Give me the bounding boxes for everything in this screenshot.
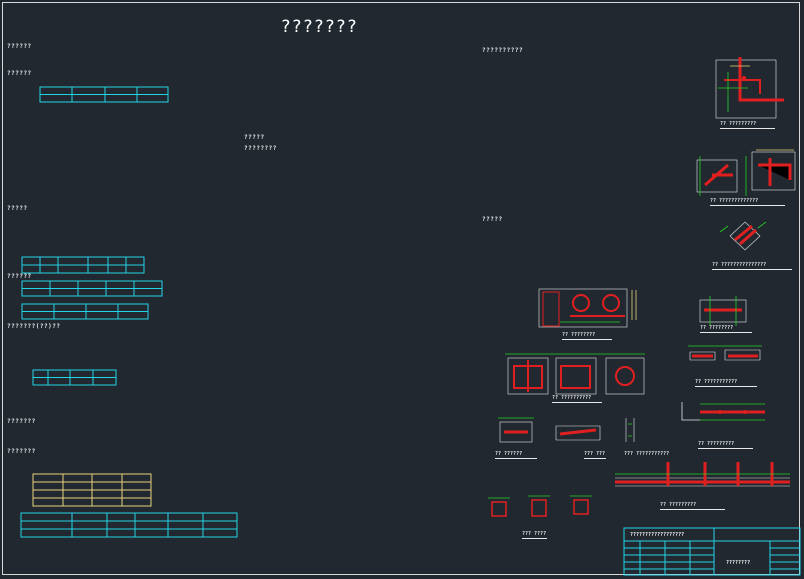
note-heading-2: ??????: [7, 70, 32, 77]
note-mid-1: ?????: [244, 134, 265, 141]
detail-caption-6: ?? ???????????: [695, 379, 738, 385]
detail-caption-9: ?? ??????: [495, 451, 523, 457]
detail-caption-1: ?? ?????????: [720, 121, 757, 127]
detail-caption-5: ?? ????????: [700, 325, 734, 331]
caption-underline: [660, 509, 725, 510]
title-block-project-name: ??????????????????: [630, 532, 685, 538]
caption-underline: [522, 538, 547, 539]
cyan-table-1: [39, 86, 169, 103]
detail-9: [498, 417, 534, 443]
cyan-table-4: [21, 303, 149, 320]
cyan-table-3: [21, 280, 163, 297]
caption-underline: [712, 269, 792, 270]
yellow-table: [32, 473, 152, 507]
caption-underline: [562, 339, 612, 340]
detail-1: [715, 57, 784, 119]
cyan-table-2: [21, 256, 145, 274]
caption-underline: [710, 205, 785, 206]
caption-underline: [584, 458, 606, 459]
cyan-table-7: [20, 512, 238, 538]
detail-caption-3: ?? ???????????????: [712, 262, 767, 268]
drawing-title: ???????: [281, 17, 359, 37]
detail-caption-13: ??? ???????????: [624, 451, 670, 457]
caption-underline: [720, 128, 775, 129]
caption-underline: [495, 458, 537, 459]
caption-underline: [698, 448, 753, 449]
detail-7: [688, 345, 762, 361]
detail-2: [696, 149, 796, 196]
detail-11: [615, 462, 790, 487]
detail-caption-8: ?? ?????????: [698, 441, 735, 447]
caption-underline: [552, 402, 602, 403]
note-heading-6: ???????: [7, 418, 36, 425]
title-block-drawing-name: ????????: [726, 560, 751, 566]
note-heading-4: ??????: [7, 273, 32, 280]
detail-caption-7: ?? ??????????: [552, 395, 592, 401]
note-heading-3: ?????: [7, 205, 28, 212]
detail-8: [681, 402, 765, 421]
detail-6: [699, 296, 747, 326]
detail-caption-10: ??? ???: [584, 451, 606, 457]
detail-10: [555, 418, 635, 442]
title-block-grid: [623, 527, 801, 576]
detail-caption-2: ?? ?????????????: [710, 198, 759, 204]
note-right-1: ??????????: [482, 47, 524, 54]
caption-underline: [695, 386, 757, 387]
detail-5: [505, 353, 645, 395]
detail-3: [719, 221, 767, 251]
note-heading-7: ???????: [7, 448, 36, 455]
note-right-2: ?????: [482, 216, 503, 223]
detail-caption-4: ?? ????????: [562, 332, 596, 338]
detail-caption-11: ?? ?????????: [660, 502, 697, 508]
caption-underline: [700, 332, 752, 333]
cyan-table-5: [32, 369, 117, 386]
detail-caption-12: ??? ????: [522, 531, 547, 537]
detail-12: [488, 495, 592, 517]
note-heading-5: ???????(??)??: [7, 323, 61, 330]
detail-4: [538, 288, 637, 328]
note-mid-2: ????????: [244, 145, 277, 152]
note-heading-1: ??????: [7, 43, 32, 50]
